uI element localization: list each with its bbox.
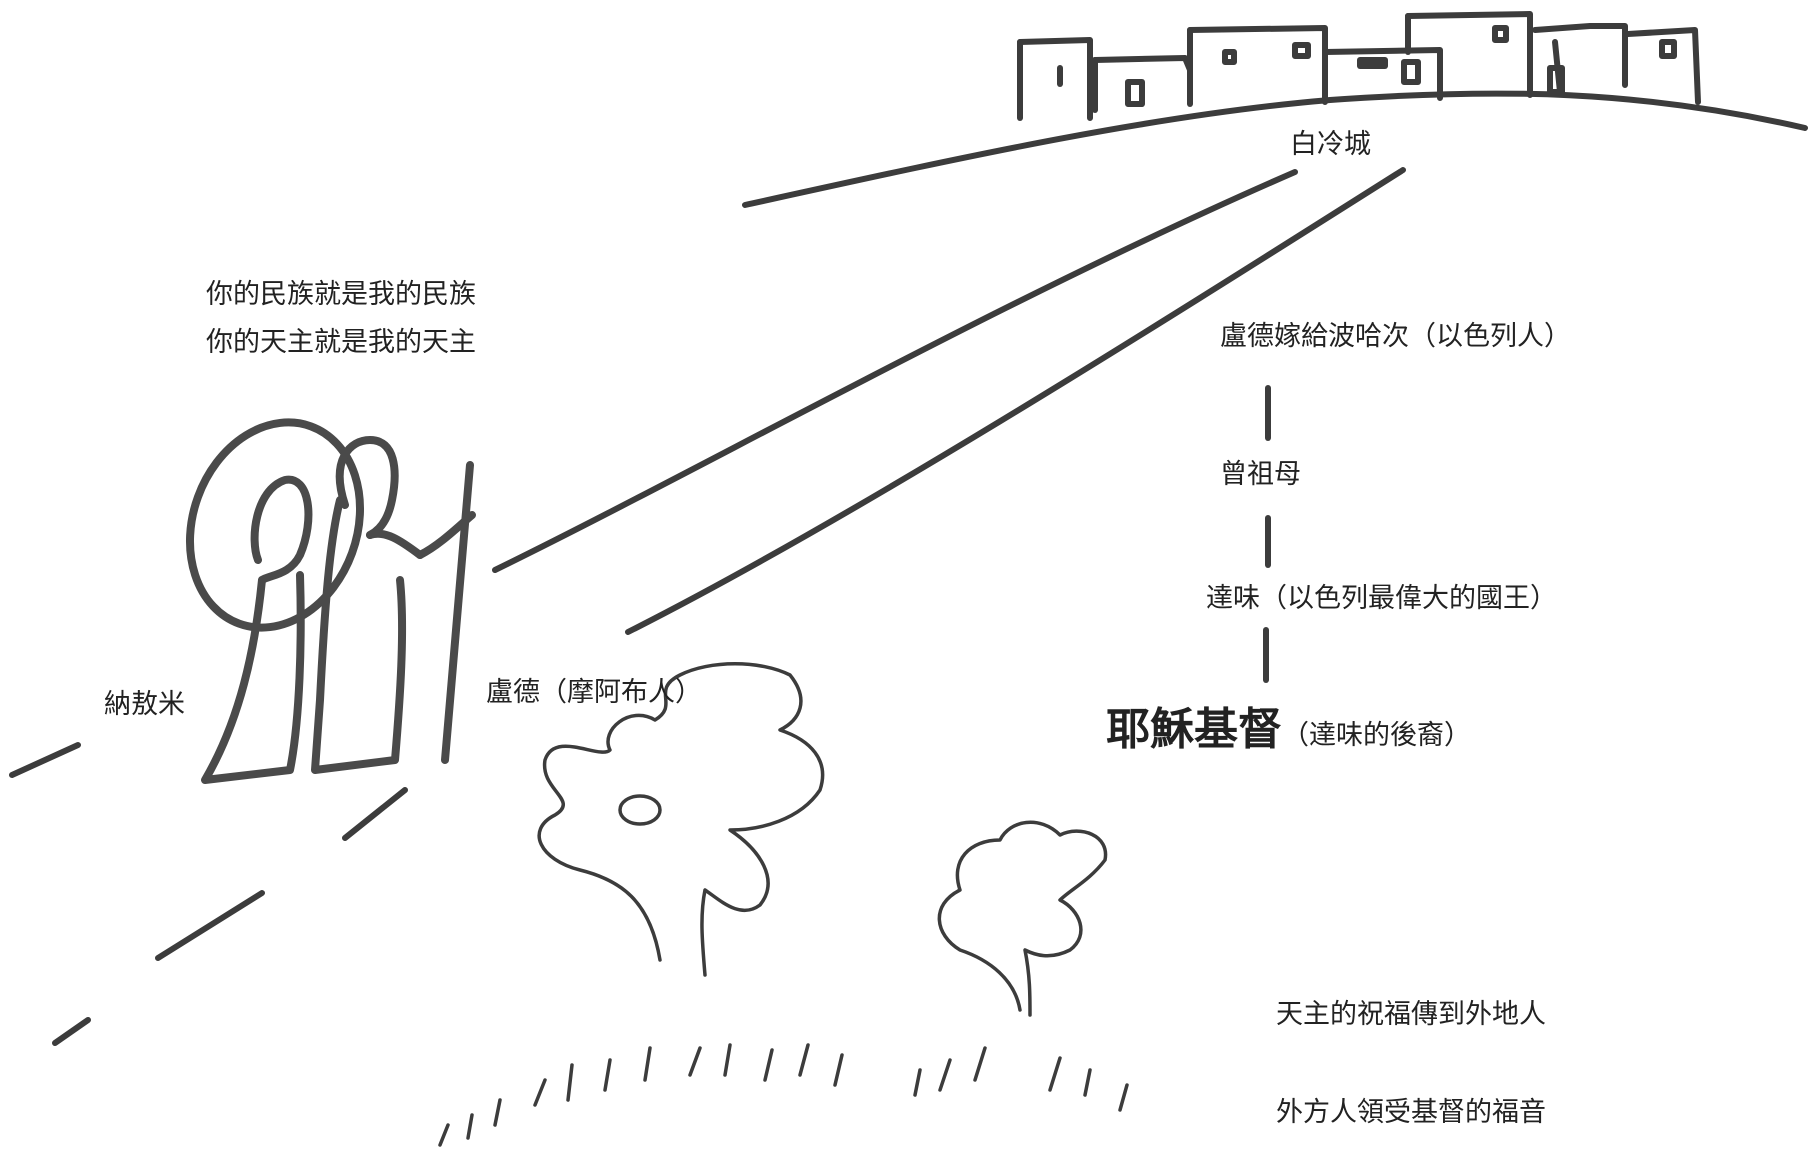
lineage-step-1: 盧德嫁給波哈次（以色列人） [1220,321,1571,352]
lineage-jesus: 耶穌基督（達味的後裔） [1106,702,1471,757]
hill-outline [742,90,1808,208]
tree-large-icon [537,662,825,977]
ruth-figure-icon [311,436,476,774]
quote-line-1: 你的民族就是我的民族 [206,279,476,310]
jesus-name: 耶穌基督 [1106,704,1282,755]
jesus-note: （達味的後裔） [1282,720,1471,751]
town-icon [1017,11,1701,121]
grass-icon [438,1043,1129,1147]
quote-line-2: 你的天主就是我的天主 [206,327,476,358]
lineage-step-2: 曾祖母 [1220,459,1301,490]
tree-small-icon [937,820,1108,1017]
blessing-line-1: 天主的祝福傳到外地人 [1276,999,1546,1030]
ruth-label: 盧德（摩阿布人） [486,677,702,708]
blessing-line-2: 外方人領受基督的福音 [1276,1097,1546,1128]
lineage-step-3: 達味（以色列最偉大的國王） [1206,583,1557,614]
naomi-label: 納敖米 [104,689,185,720]
city-label: 白冷城 [1290,129,1371,160]
road-upper [492,169,1298,573]
naomi-figure-icon [185,418,365,784]
road-lower [625,167,1406,635]
dashed-path [9,742,408,1046]
